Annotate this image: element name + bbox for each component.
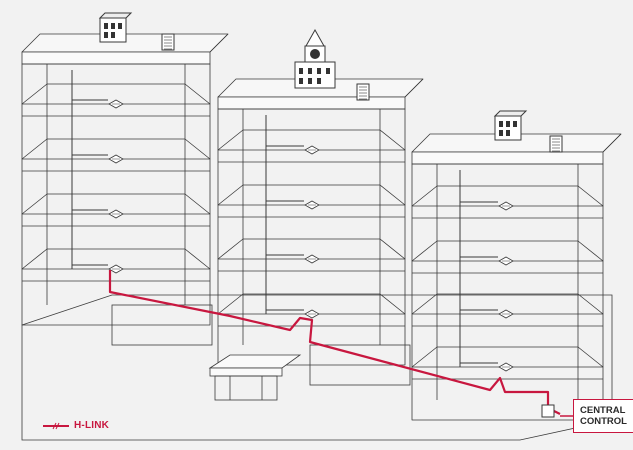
outdoor-unit-icon [550, 136, 562, 152]
central-control-callout: CENTRAL CONTROL [573, 399, 633, 433]
central-control-device-icon [542, 405, 554, 417]
indoor-unit-icon [305, 255, 319, 263]
indoor-unit-icon [499, 310, 513, 318]
base-block [22, 295, 612, 440]
indoor-unit-icon [109, 100, 123, 108]
left-tower [22, 34, 228, 325]
legend: H-LINK [42, 420, 109, 431]
indoor-unit-icon [305, 201, 319, 209]
indoor-unit-icon [305, 310, 319, 318]
h-link-wire [110, 270, 560, 414]
legend-label: H-LINK [74, 420, 109, 431]
indoor-unit-icon [305, 146, 319, 154]
h-link-line-icon [42, 421, 70, 431]
callout-line-2: CONTROL [574, 416, 633, 427]
middle-tower [218, 79, 423, 365]
outdoor-unit-icon [357, 84, 369, 100]
indoor-unit-icon [499, 257, 513, 265]
indoor-unit-icon [499, 202, 513, 210]
indoor-unit-icon [109, 210, 123, 218]
indoor-unit-icon [109, 155, 123, 163]
clock-tower-icon [295, 30, 335, 88]
house-icon [100, 13, 131, 42]
house-icon [495, 111, 526, 140]
indoor-unit-icon [499, 363, 513, 371]
entrance [210, 355, 300, 400]
callout-line-1: CENTRAL [574, 405, 633, 416]
outdoor-unit-icon [162, 34, 174, 50]
